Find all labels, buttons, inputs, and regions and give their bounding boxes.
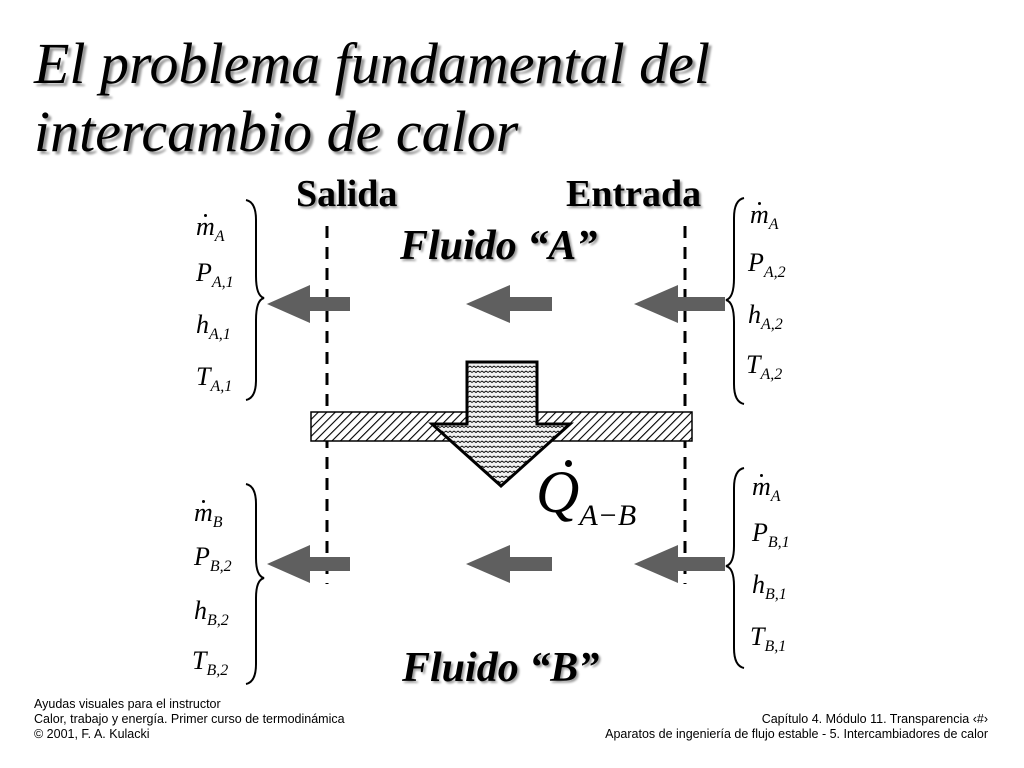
brace-fluid-a-inlet [725,197,745,405]
var-mass-flow-b-inlet: mA [752,472,781,506]
var-temperature-a-inlet: TA,2 [746,350,783,384]
footer-left: Ayudas visuales para el instructor Calor… [34,697,345,742]
brace-fluid-a-outlet [245,199,265,401]
inlet-label: Entrada [566,173,702,215]
flow-arrow-a-inlet [634,285,725,323]
heat-transfer-arrow [428,360,574,489]
var-mass-flow-a-inlet: mA [750,200,779,234]
heat-rate-subscript: A−B [579,499,637,532]
var-enthalpy-a-outlet: hA,1 [196,310,231,344]
flow-arrow-b-middle [466,545,552,583]
var-pressure-a-outlet: PA,1 [196,258,234,292]
brace-fluid-b-outlet [245,483,265,685]
heat-rate-dot [565,460,572,467]
footer-copyright: © 2001, F. A. Kulacki [34,727,150,741]
flow-arrow-b-outlet [267,545,350,583]
slide-title-line1: El problema fundamental del [34,31,711,96]
footer-section: Aparatos de ingeniería de flujo estable … [605,727,988,741]
heat-rate-symbol: QA−B [536,458,636,533]
var-pressure-b-inlet: PB,1 [752,518,790,552]
var-pressure-a-inlet: PA,2 [748,248,786,282]
var-mass-flow-b-outlet: mB [194,498,223,532]
outlet-label: Salida [296,173,398,215]
brace-fluid-b-inlet [725,467,745,669]
slide-title-line2: intercambio de calor [34,99,519,164]
flow-arrow-a-middle [466,285,552,323]
var-temperature-b-inlet: TB,1 [750,622,787,656]
slide-title: El problema fundamental del intercambio … [34,30,914,166]
fluid-b-flow-arrows [267,545,725,583]
var-pressure-b-outlet: PB,2 [194,542,232,576]
footer-chapter: Capítulo 4. Módulo 11. Transparencia ‹#› [761,712,988,726]
var-temperature-b-outlet: TB,2 [192,646,229,680]
footer-course: Calor, trabajo y energía. Primer curso d… [34,712,345,726]
fluid-b-label: Fluido “B” [402,645,600,691]
fluid-a-flow-arrows [267,285,725,323]
var-enthalpy-a-inlet: hA,2 [748,300,783,334]
heat-rate-main: Q [536,459,580,525]
var-mass-flow-a-outlet: mA [196,212,225,246]
var-temperature-a-outlet: TA,1 [196,362,233,396]
footer-instructor-aids: Ayudas visuales para el instructor [34,697,221,711]
fluid-a-label: Fluido “A” [400,223,598,269]
flow-arrow-a-outlet [267,285,350,323]
var-enthalpy-b-outlet: hB,2 [194,596,229,630]
var-enthalpy-b-inlet: hB,1 [752,570,787,604]
flow-arrow-b-inlet [634,545,725,583]
footer-right: Capítulo 4. Módulo 11. Transparencia ‹#›… [605,712,988,742]
